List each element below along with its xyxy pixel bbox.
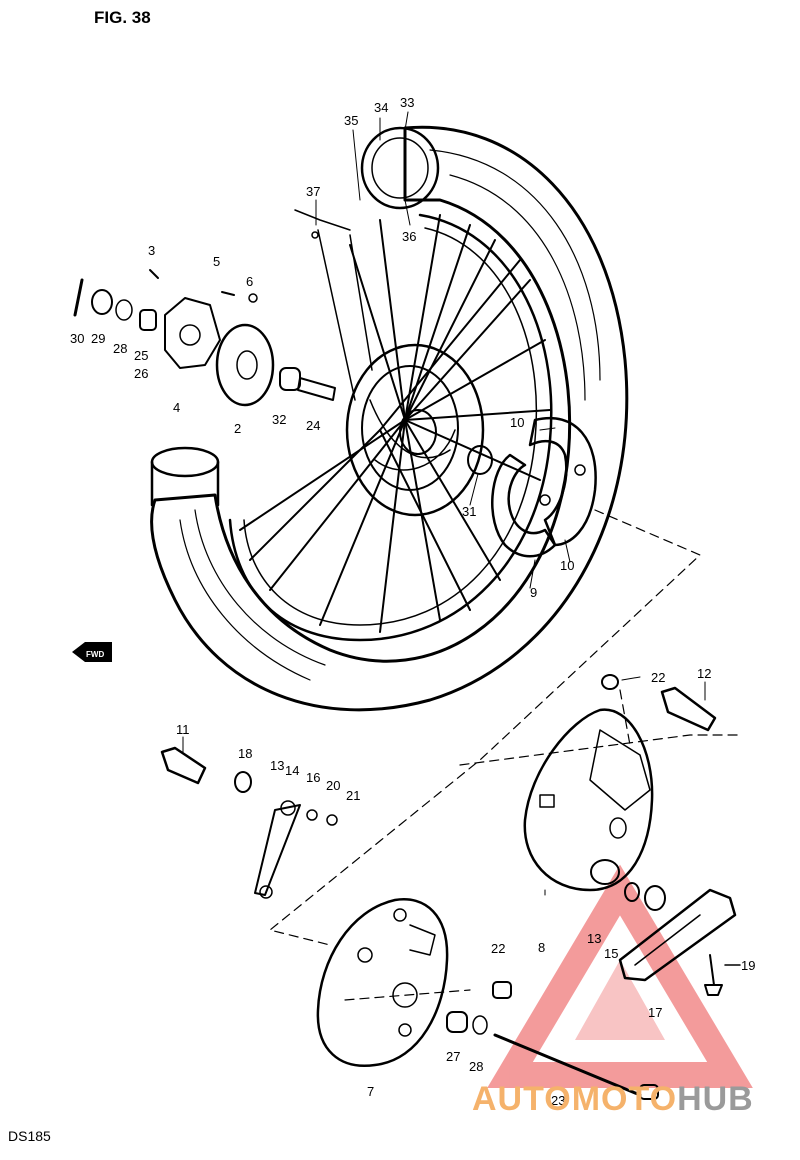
part-labels: 33 34 35 36 37 3 5 6 30 29 28 25 26 4 2 … [70,95,755,1108]
rim [228,213,553,642]
part-label: 13 [587,931,601,946]
part-label: 13 [270,758,284,773]
part-label: 29 [91,331,105,346]
figure-title: FIG. 38 [94,8,151,27]
part-label: 22 [491,941,505,956]
fwd-label: FWD [86,650,104,659]
part-label: 34 [374,100,388,115]
part-label: 31 [462,504,476,519]
part-label: 15 [604,946,618,961]
part-label: 22 [651,670,665,685]
part-label: 27 [446,1049,460,1064]
watermark-logo-icon [487,864,753,1088]
model-code: DS185 [8,1128,51,1144]
hub-side-parts [73,269,336,407]
watermark-part1: AUTOMOTO [472,1080,678,1118]
watermark-part2: HUB [677,1080,754,1118]
part-label: 26 [134,366,148,381]
fwd-arrow-icon: FWD [72,642,112,662]
part-label: 25 [134,348,148,363]
part-label: 3 [148,243,155,258]
part-label: 4 [173,400,180,415]
part-label: 24 [306,418,320,433]
part-label: 30 [70,331,84,346]
part-label: 11 [176,722,190,737]
leader-lines [182,111,706,896]
part-label: 7 [367,1084,374,1099]
part-label: 21 [346,788,360,803]
part-label: 14 [285,763,299,778]
part-label: 2 [234,421,241,436]
brake-shoes [491,416,597,558]
part-label: 28 [113,341,127,356]
part-label: 32 [272,412,286,427]
brake-panel-7 [316,898,449,1067]
part-label: 36 [402,229,416,244]
part-label: 19 [741,958,755,973]
part-label: 18 [238,746,252,761]
part-label: 8 [538,940,545,955]
part-label: 10 [510,415,524,430]
part-label: 16 [306,770,320,785]
spoke-pair-37 [294,209,373,401]
hub [345,343,493,517]
part-label: 35 [344,113,358,128]
part-label: 9 [530,585,537,600]
part-label: 28 [469,1059,483,1074]
watermark-text: AUTOMOTOHUB [472,1080,754,1119]
part-label: 33 [400,95,414,110]
part-label: 20 [326,778,340,793]
part-label: 23 [551,1093,565,1108]
part-label: 5 [213,254,220,269]
assembly-lines [269,509,741,1001]
brake-panel-8 [523,708,654,892]
part-label: 12 [697,666,711,681]
cam-and-lever-parts [160,674,741,1100]
part-label: 6 [246,274,253,289]
part-label: 10 [560,558,574,573]
part-label: 17 [648,1005,662,1020]
part-label: 37 [306,184,320,199]
